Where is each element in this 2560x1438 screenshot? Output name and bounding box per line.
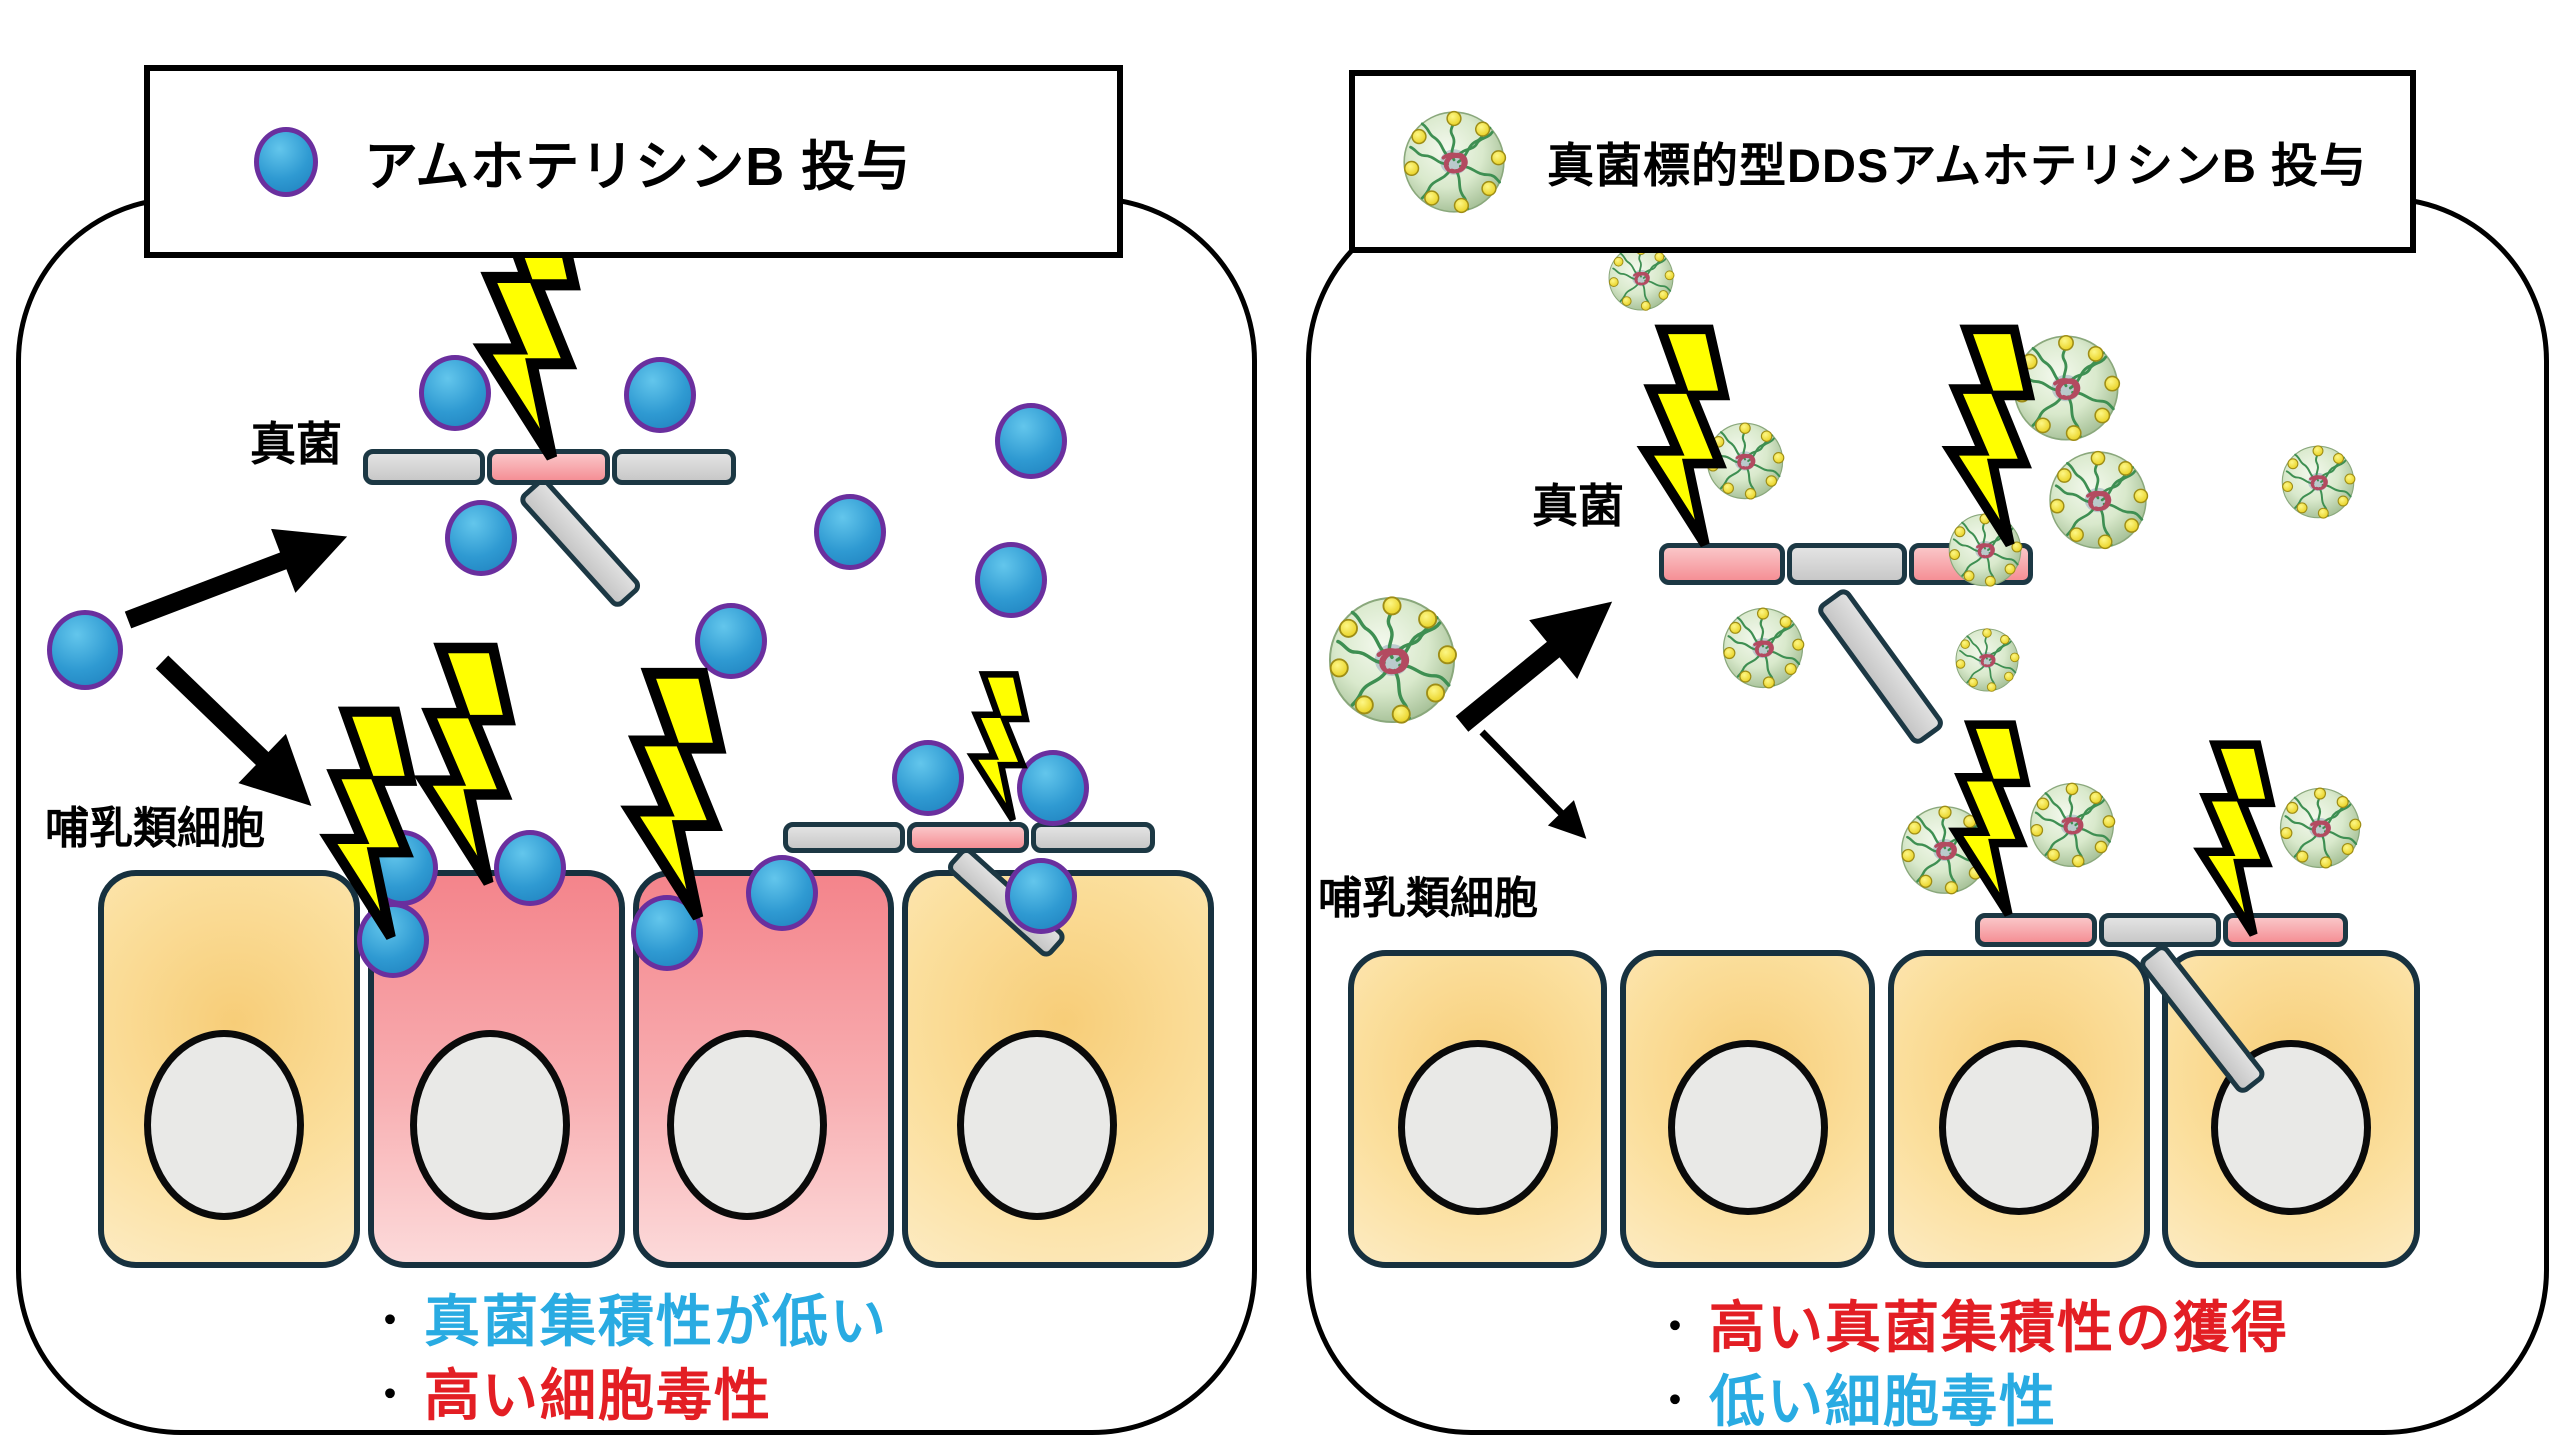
fungus-label-left: 真菌 <box>250 418 342 470</box>
cell-nucleus <box>410 1030 570 1220</box>
bullet-marker: ・ <box>1655 1305 1695 1349</box>
dds-micelle-icon <box>1705 421 1785 501</box>
dds-micelle-icon <box>2047 449 2149 551</box>
bullet-list-right: ・ 高い真菌集積性の獲得 ・ 低い細胞毒性 <box>1655 1286 2289 1434</box>
bullet-text: 高い細胞毒性 <box>424 1363 772 1427</box>
cell-nucleus <box>957 1030 1117 1220</box>
bullet-list-left: ・ 真菌集積性が低い ・ 高い細胞毒性 <box>370 1280 888 1428</box>
cell-nucleus <box>1398 1040 1558 1215</box>
amphotericin-b-icon <box>366 830 438 906</box>
bullet-item: ・ 真菌集積性が低い <box>370 1280 888 1354</box>
cell-nucleus <box>667 1030 827 1220</box>
amphotericin-b-icon <box>746 855 818 931</box>
amphotericin-b-icon <box>631 895 703 971</box>
dds-micelle-icon <box>1947 512 2023 588</box>
dds-micelle-icon <box>1326 594 1458 726</box>
amphotericin-b-icon <box>494 830 566 906</box>
bullet-text: 低い細胞毒性 <box>1709 1369 2057 1433</box>
hypha-segment <box>1787 543 1907 585</box>
amphotericin-b-icon <box>47 610 123 690</box>
dds-micelle-icon <box>2280 444 2356 520</box>
hypha-segment-damaged <box>487 449 610 485</box>
bullet-item: ・ 高い細胞毒性 <box>370 1354 888 1428</box>
cell-nucleus <box>1668 1040 1828 1215</box>
bullet-marker: ・ <box>370 1299 410 1343</box>
amphotericin-b-icon <box>1017 750 1089 826</box>
hypha-segment-damaged <box>1659 543 1785 585</box>
fungus-label-right: 真菌 <box>1532 480 1624 532</box>
hypha-segment <box>2099 913 2221 947</box>
dds-micelle-icon <box>1721 606 1805 690</box>
bullet-item: ・ 高い真菌集積性の獲得 <box>1655 1286 2289 1360</box>
mammal-label-right: 哺乳類細胞 <box>1318 874 1538 923</box>
amphotericin-b-icon <box>624 357 696 433</box>
amphotericin-b-icon <box>695 603 767 679</box>
dds-micelle-icon <box>1954 627 2020 693</box>
amphotericin-b-icon <box>445 500 517 576</box>
amphotericin-b-icon <box>1005 858 1077 934</box>
cell-nucleus <box>1939 1040 2099 1215</box>
amb-legend-icon <box>254 126 318 197</box>
bullet-text: 真菌集積性が低い <box>424 1289 888 1353</box>
dds-micelle-icon <box>2011 333 2121 443</box>
dds-micelle-icon <box>1607 244 1675 312</box>
right-title-text: 真菌標的型DDSアムホテリシンB 投与 <box>1547 139 2367 192</box>
right-title-box: 真菌標的型DDSアムホテリシンB 投与 <box>1349 70 2416 253</box>
mammal-label-left: 哺乳類細胞 <box>45 804 265 853</box>
hypha-segment <box>612 449 736 485</box>
left-title-text: アムホテリシンB 投与 <box>364 137 912 197</box>
amphotericin-b-icon <box>814 494 886 570</box>
amphotericin-b-icon <box>357 902 429 978</box>
dds-micelle-icon <box>2028 781 2116 869</box>
left-title-box: アムホテリシンB 投与 <box>144 65 1123 258</box>
hypha-segment <box>1031 822 1155 853</box>
amphotericin-b-icon <box>419 355 491 431</box>
hypha-segment <box>783 822 905 853</box>
bullet-marker: ・ <box>1655 1379 1695 1423</box>
dds-micelle-icon <box>2278 786 2362 870</box>
amphotericin-b-icon <box>975 542 1047 618</box>
dds-legend-icon <box>1401 109 1507 215</box>
amphotericin-b-icon <box>892 740 964 816</box>
bullet-item: ・ 低い細胞毒性 <box>1655 1360 2289 1434</box>
dds-micelle-icon <box>1899 804 1991 896</box>
bullet-marker: ・ <box>370 1373 410 1417</box>
mammalian-cell <box>1620 950 1875 1268</box>
hypha-segment-damaged <box>1975 913 2097 947</box>
amphotericin-b-icon <box>995 403 1067 479</box>
hypha-segment-damaged <box>907 822 1029 853</box>
cell-nucleus <box>144 1030 304 1220</box>
bullet-text: 高い真菌集積性の獲得 <box>1709 1295 2289 1359</box>
hypha-segment <box>363 449 485 485</box>
hypha-segment-damaged <box>2223 913 2348 947</box>
